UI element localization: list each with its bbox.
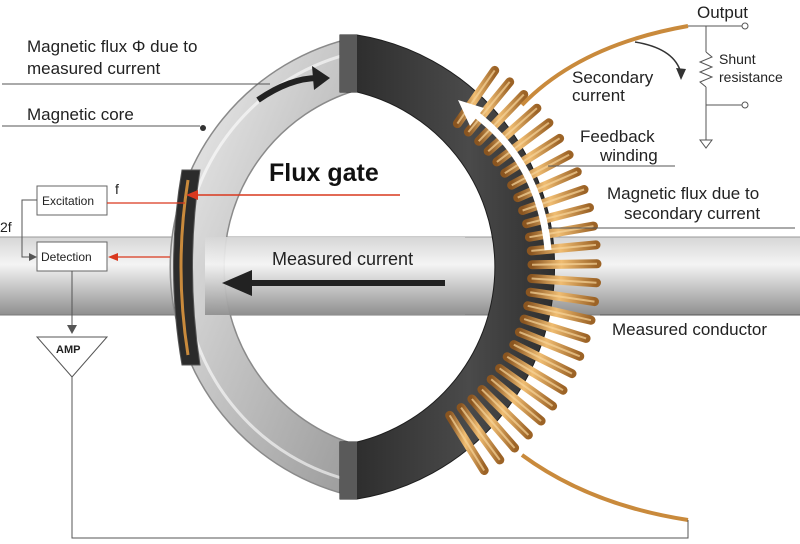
winding-turn-highlight — [471, 398, 516, 449]
secondary-current-arrow — [634, 41, 681, 71]
winding-turn-highlight — [460, 407, 501, 461]
winding-turn-highlight — [477, 93, 525, 142]
measured-conductor-label: Measured conductor — [612, 320, 767, 339]
secondary-lead-bottom — [520, 453, 689, 522]
secondary-current-arrowhead — [676, 68, 686, 80]
winding-turn-highlight — [506, 355, 564, 392]
core-cut-face-top — [340, 35, 357, 92]
amp-input-arrowhead — [67, 325, 77, 334]
output-label: Output — [697, 3, 748, 22]
flux-gate-slot — [173, 169, 201, 366]
phi-flux-arrow — [256, 75, 319, 103]
ground-symbol — [699, 139, 713, 149]
winding-turn-highlight — [487, 107, 538, 152]
excitation-label: Excitation — [42, 194, 94, 208]
magnetic-core-label: Magnetic core — [27, 105, 134, 124]
detection-box — [36, 241, 108, 272]
flux-gate-element — [179, 179, 190, 356]
amp-label: AMP — [56, 344, 80, 356]
output-terminal-bottom — [741, 101, 749, 109]
two-f-label: 2f — [0, 219, 12, 235]
winding-turn-highlight — [530, 291, 595, 303]
phi-flux-arrowhead — [312, 66, 330, 90]
winding-turn-highlight — [526, 206, 590, 225]
winding-turn-highlight — [456, 69, 496, 125]
output-terminal-top — [741, 22, 749, 30]
phi-flux-label-2: measured current — [27, 59, 161, 78]
two-f-arrowhead — [29, 253, 37, 261]
winding-turn-highlight — [527, 304, 592, 322]
f-label: f — [115, 181, 119, 197]
secondary-current-label-2: current — [572, 86, 625, 105]
secondary-lead-top — [520, 24, 689, 107]
secondary-flux-label-1: Magnetic flux due to — [607, 184, 759, 203]
flux-gate-pointer-head — [186, 190, 198, 200]
core-cut-face-bottom — [340, 442, 357, 499]
feedback-label-1: Feedback — [580, 127, 655, 146]
shunt-resistor — [698, 51, 714, 88]
excitation-box — [36, 185, 108, 216]
secondary-current-label-1: Secondary — [572, 68, 654, 87]
winding-turn-highlight — [531, 243, 597, 252]
winding-turn-highlight — [448, 414, 486, 472]
winding-turn-highlight — [467, 81, 511, 133]
winding-turn-highlight — [511, 153, 570, 187]
winding-turn-highlight — [531, 277, 597, 284]
amp-triangle — [35, 336, 109, 378]
secondary-flux-label-2: secondary current — [624, 204, 760, 223]
detection-label: Detection — [41, 250, 92, 264]
detection-arrowhead — [108, 253, 118, 261]
winding-turn-highlight — [504, 137, 561, 175]
phi-flux-label-1: Magnetic flux Φ due to — [27, 37, 197, 56]
winding-turn-highlight — [523, 318, 587, 340]
shunt-label-1: Shunt — [719, 51, 756, 67]
amp-output-wire — [71, 377, 689, 539]
winding-turn-highlight — [481, 388, 530, 436]
winding-turn-highlight — [522, 188, 585, 212]
core-point — [200, 125, 206, 131]
feedback-winding — [445, 65, 602, 475]
feedback-label-2: winding — [599, 146, 658, 165]
winding-turn-highlight — [517, 170, 578, 199]
winding-turn-highlight — [496, 122, 550, 163]
winding-turn-highlight — [513, 343, 573, 375]
measured-current-label: Measured current — [272, 249, 413, 269]
winding-turn-highlight — [490, 378, 542, 422]
shunt-label-2: resistance — [719, 69, 783, 85]
winding-turn-highlight — [519, 331, 581, 358]
secondary-flux-arrowhead — [458, 100, 484, 126]
flux-gate-label: Flux gate — [269, 159, 379, 187]
measured-current-arrowhead — [222, 270, 252, 296]
winding-turn-highlight — [531, 262, 598, 266]
winding-turn-highlight — [499, 367, 554, 407]
two-f-wire — [21, 199, 37, 258]
secondary-flux-arrow — [467, 107, 552, 251]
